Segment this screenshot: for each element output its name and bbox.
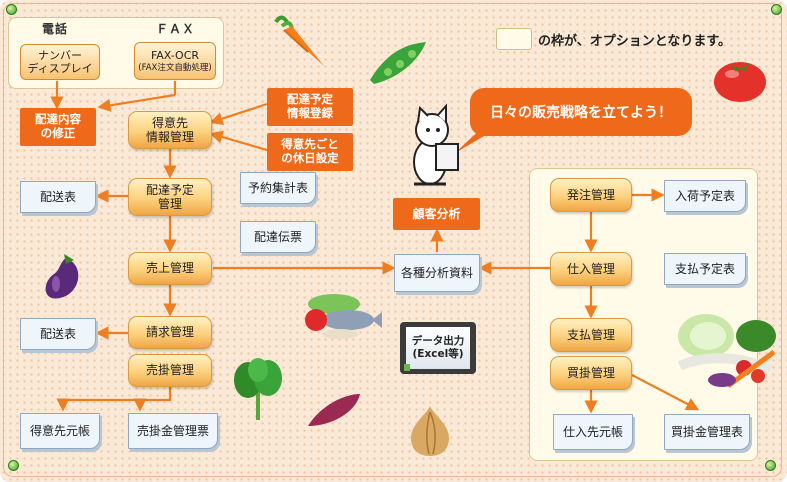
legend-swatch — [496, 28, 532, 50]
analysis-docs[interactable]: 各種分析資料 — [394, 254, 480, 292]
delivery-schedule-register-tag[interactable]: 配達予定 情報登録 — [267, 88, 353, 126]
ar-report-doc[interactable]: 売掛金管理票 — [128, 413, 218, 449]
cat-mascot-icon — [413, 103, 459, 186]
canvas-border — [3, 3, 782, 477]
phone-label: 電話 — [42, 22, 69, 36]
customer-ledger-doc[interactable]: 得意先元帳 — [20, 413, 100, 449]
corner-pin-top-left — [6, 4, 17, 15]
carrot-icon — [274, 15, 324, 66]
onion-icon — [411, 406, 449, 456]
greens-icon — [234, 358, 282, 420]
ap-mgmt-node[interactable]: 買掛管理 — [550, 356, 632, 390]
sales-mgmt-node[interactable]: 売上管理 — [128, 252, 212, 285]
delivery-schedule-mgmt-node[interactable]: 配達予定 管理 — [128, 178, 212, 216]
legend-text: の枠が、オプションとなります。 — [538, 34, 732, 49]
reservation-summary-doc[interactable]: 予約集計表 — [240, 172, 316, 204]
purchase-mgmt-node[interactable]: 仕入管理 — [550, 252, 632, 286]
customer-holiday-tag[interactable]: 得意先ごと の休日設定 — [267, 133, 353, 171]
payment-mgmt-node[interactable]: 支払管理 — [550, 318, 632, 352]
fax-ocr-title: FAX-OCR — [150, 49, 200, 63]
corner-pin-top-right — [771, 4, 782, 15]
order-mgmt-node[interactable]: 発注管理 — [550, 178, 632, 212]
customer-analysis-tag[interactable]: 顧客分析 — [393, 198, 480, 230]
corner-pin-bottom-right — [765, 460, 776, 471]
ap-report-doc[interactable]: 買掛金管理表 — [664, 414, 750, 450]
banner-tail — [455, 125, 503, 153]
vegetable-basket-icon — [677, 314, 776, 389]
eggplant-icon — [45, 254, 79, 299]
payment-schedule-doc[interactable]: 支払予定表 — [664, 253, 746, 285]
monitor-icon: データ出力 (Excel等) — [400, 322, 476, 374]
fax-label: ＦＡＸ — [156, 22, 196, 36]
tomato-icon — [714, 62, 766, 102]
data-output-screen[interactable]: データ出力 (Excel等) — [406, 327, 470, 369]
fax-ocr-box[interactable]: FAX-OCR (FAX注文自動処理) — [134, 42, 216, 80]
delivery-fix-tag[interactable]: 配達内容 の修正 — [20, 108, 96, 146]
purchase-panel — [529, 168, 758, 461]
arrival-schedule-doc[interactable]: 入荷予定表 — [664, 180, 746, 212]
ar-mgmt-node[interactable]: 売掛管理 — [128, 354, 212, 387]
number-display-box[interactable]: ナンバー ディスプレイ — [20, 44, 100, 80]
billing-mgmt-node[interactable]: 請求管理 — [128, 316, 212, 349]
delivery-slip-doc[interactable]: 配達伝票 — [240, 221, 316, 253]
peas-icon — [370, 42, 426, 84]
customer-info-mgmt-node[interactable]: 得意先 情報管理 — [128, 111, 212, 149]
corner-pin-bottom-left — [8, 460, 19, 471]
purchase-ledger-doc[interactable]: 仕入先元帳 — [553, 414, 633, 450]
sweet-potato-icon — [308, 394, 360, 426]
strategy-banner-text: 日々の販売戦略を立てよう！ — [490, 105, 672, 121]
strategy-banner: 日々の販売戦略を立てよう！ — [470, 88, 692, 136]
monitor-stand — [404, 364, 410, 371]
fish-vegetable-icon — [305, 294, 382, 339]
delivery-sheet-doc-2[interactable]: 配送表 — [20, 318, 96, 350]
fax-ocr-subtitle: (FAX注文自動処理) — [138, 62, 212, 73]
delivery-sheet-doc-1[interactable]: 配送表 — [20, 181, 96, 213]
